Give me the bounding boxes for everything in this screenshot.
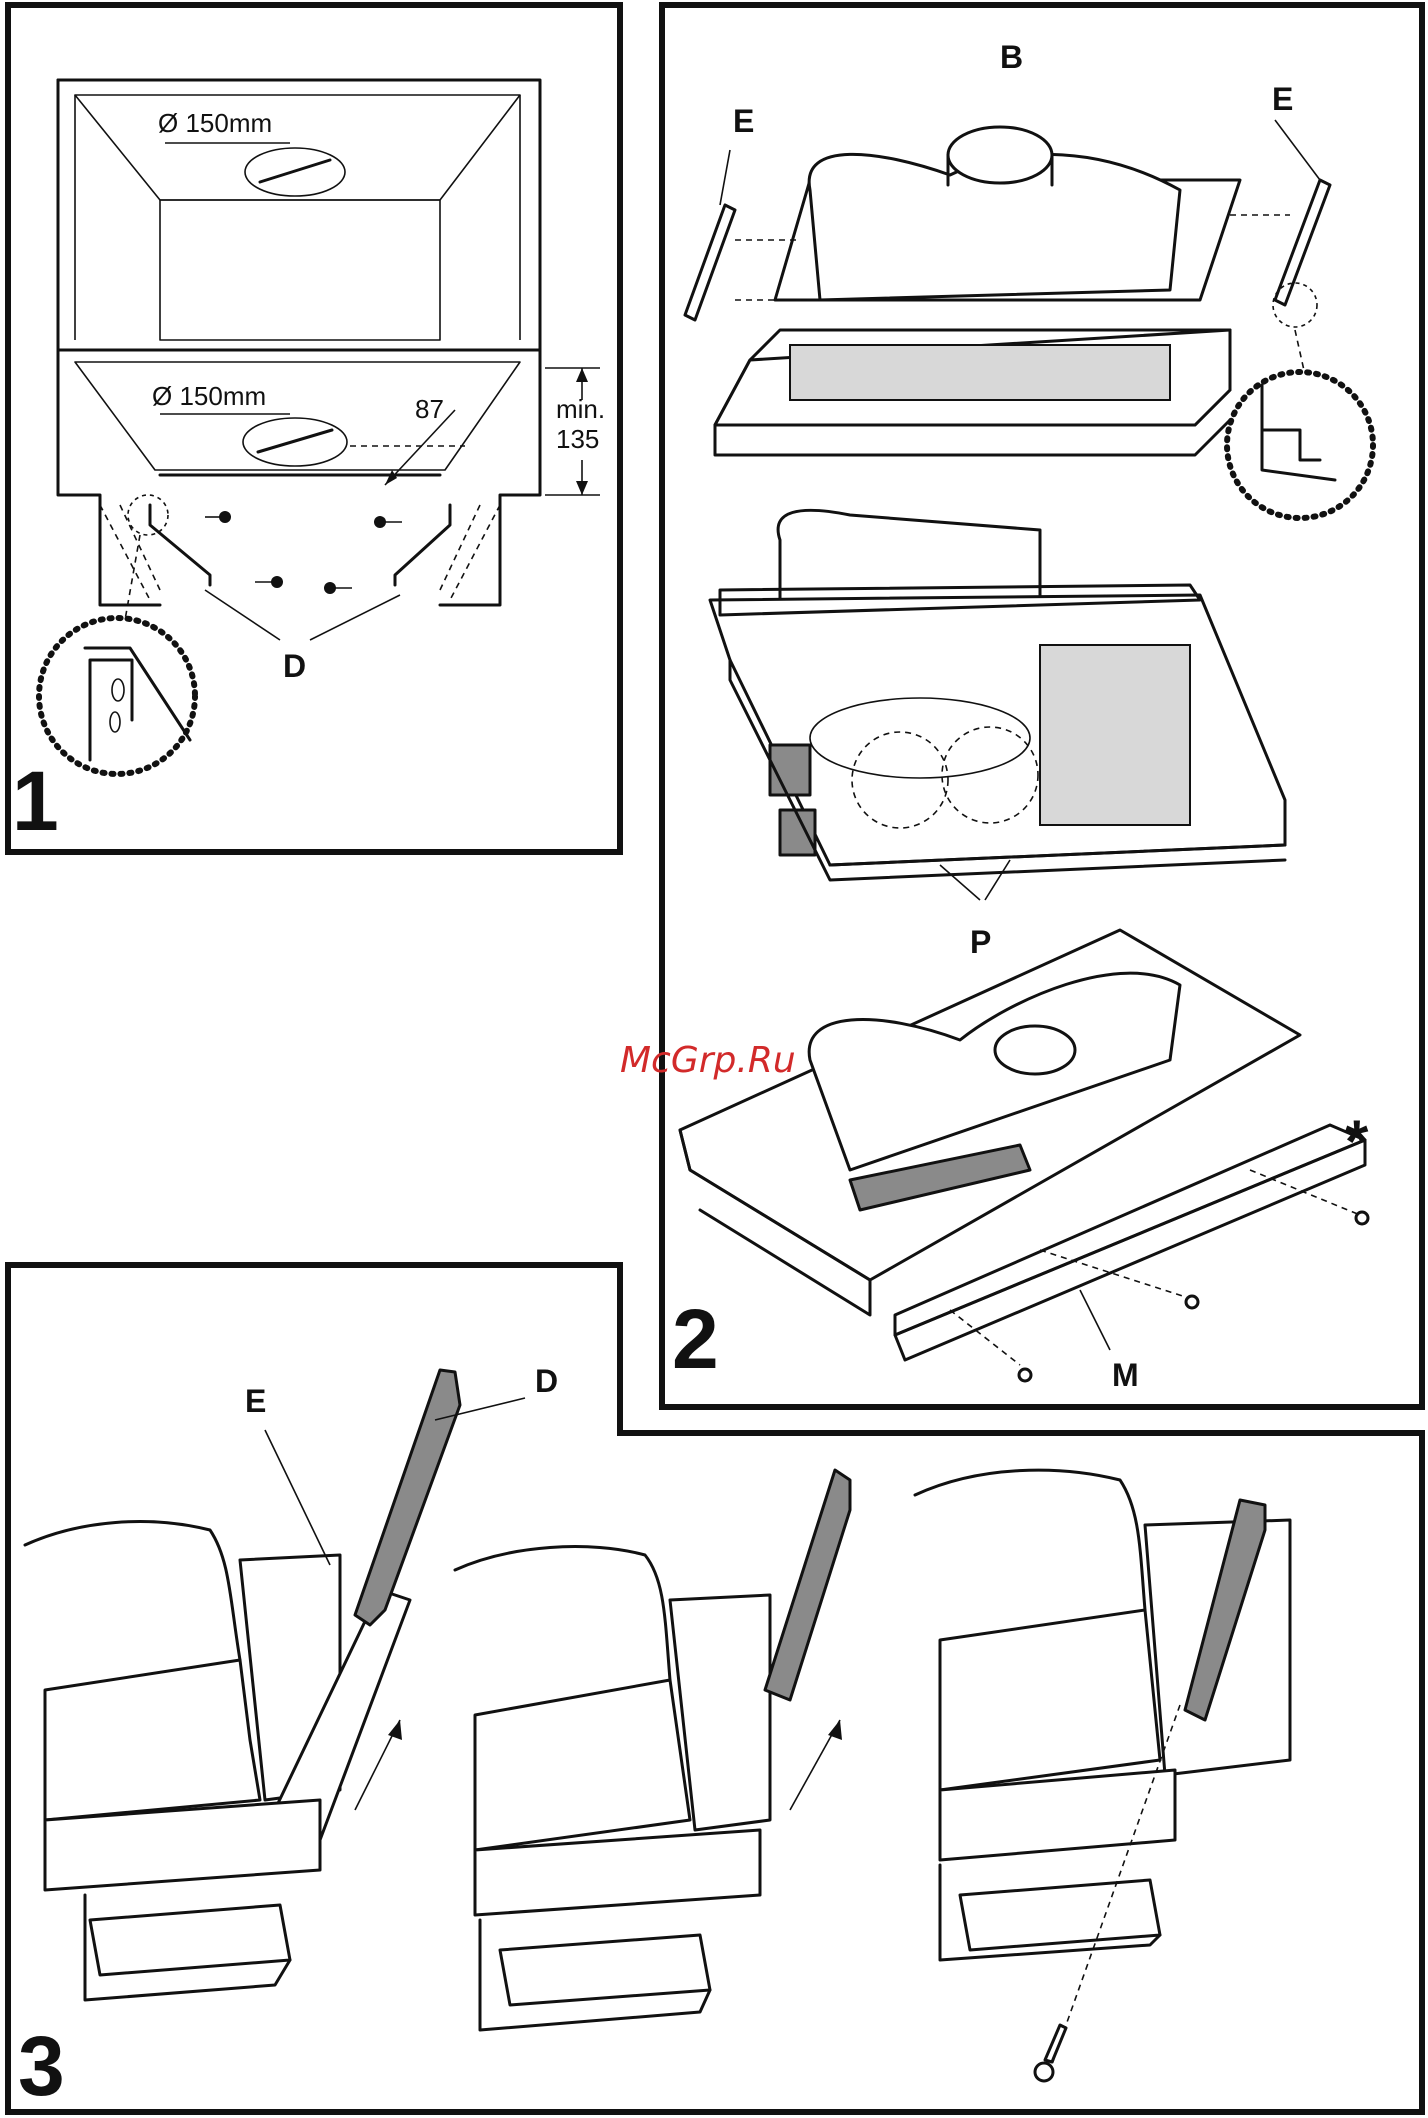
dimension-87: 87: [415, 394, 444, 424]
duct-collar: [948, 127, 1052, 183]
rail-e-left: [685, 205, 735, 320]
hood-unit-middle: [710, 510, 1285, 900]
screw-icon: [205, 511, 231, 523]
screw-icon: [1186, 1296, 1198, 1308]
screw-icon: [324, 582, 352, 594]
dimension-min-value: 135: [556, 424, 599, 454]
lower-box-top: [75, 362, 520, 470]
detail-circle: [39, 618, 195, 774]
diameter-label-top: Ø 150mm: [158, 108, 272, 138]
step-b: [455, 1470, 850, 2030]
screw-icon: [255, 576, 283, 588]
screw-icon: [374, 516, 402, 528]
label-e: E: [245, 1383, 266, 1419]
label-m: M: [1112, 1357, 1139, 1393]
screw-icon: [1356, 1212, 1368, 1224]
bracket-d-installed: [765, 1470, 850, 1700]
label-d: D: [535, 1363, 558, 1399]
panel-number-2: 2: [672, 1292, 719, 1386]
label-b: B: [1000, 39, 1023, 75]
panel-number-1: 1: [12, 754, 59, 848]
step-c: [915, 1470, 1290, 2081]
label-d: D: [283, 648, 306, 684]
label-e-right: E: [1272, 81, 1293, 117]
dimension-min-label: min.: [556, 394, 605, 424]
panel-number-3: 3: [18, 2019, 65, 2113]
watermark: McGrp.Ru: [620, 1040, 796, 1081]
label-asterisk: *: [1345, 1108, 1369, 1175]
panel-3: E D: [8, 1265, 1422, 2113]
hood-unit-top: [715, 127, 1290, 455]
screw-icon: [1035, 2025, 1066, 2081]
bracket-right: [395, 505, 450, 585]
screw-icon: [1019, 1369, 1031, 1381]
panel-2: B E E P M * 2: [662, 5, 1422, 1407]
diameter-label-bottom: Ø 150mm: [152, 381, 266, 411]
hood-unit-bottom: [680, 930, 1368, 1381]
panel-1: Ø 150mm Ø 150mm 87 min. 135 D 1: [8, 5, 620, 852]
label-p: P: [970, 924, 991, 960]
upper-box-back: [160, 200, 440, 340]
filter-panel: [790, 345, 1170, 400]
bracket-left: [150, 505, 210, 585]
bracket-d: [355, 1370, 460, 1625]
cabinet-outline-left: [58, 80, 160, 605]
label-e-left: E: [733, 103, 754, 139]
side-panel: [1040, 645, 1190, 825]
